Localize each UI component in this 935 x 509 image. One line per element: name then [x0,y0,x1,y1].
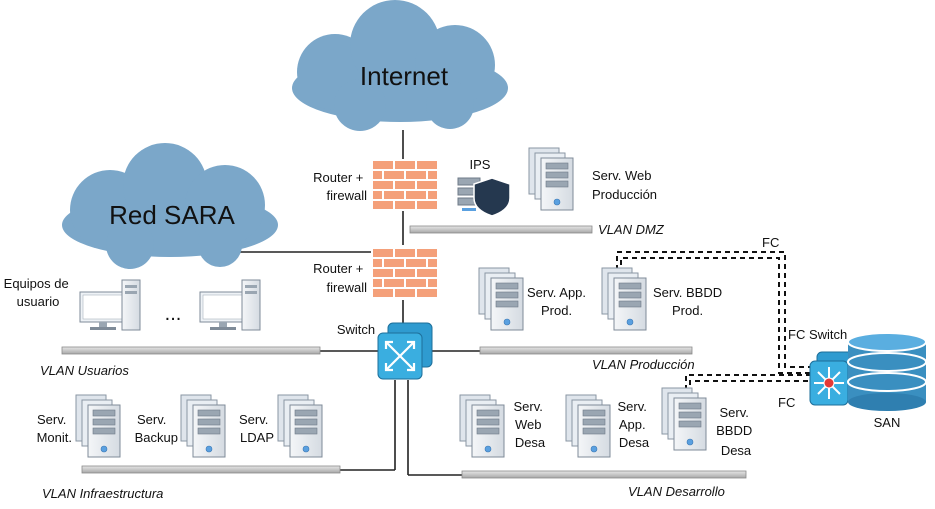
ips-icon [457,177,511,217]
user-pc-1-icon [79,279,141,331]
internet-cloud: Internet [292,0,508,131]
fc-switch-icon [809,351,856,406]
router-firewall-1-icon [371,159,439,211]
serv-app-desa-icon [565,394,611,458]
router-firewall-2-label: Router + firewall [313,261,367,295]
san-label: SAN [874,415,901,430]
red-sara-label: Red SARA [109,200,235,230]
vlan-dmz-label: VLAN DMZ [598,222,665,237]
vlan-produccion-label: VLAN Producción [592,357,695,372]
fc-top-label: FC [762,235,779,250]
vlan-dmz-bus [409,225,593,234]
vlan-desarrollo-label: VLAN Desarrollo [628,484,725,499]
internet-label: Internet [360,61,449,91]
vlan-infraestructura-label: VLAN Infraestructura [42,486,163,501]
serv-backup-icon [180,394,226,458]
fc-bottom-label: FC [778,395,795,410]
serv-web-produccion-icon [528,147,574,211]
san-storage-icon [847,332,927,411]
switch-label: Switch [337,322,375,337]
switch-icon [377,322,433,380]
serv-backup-label: Serv. Backup [135,412,178,445]
serv-monit-label: Serv. Monit. [37,412,72,445]
vlan-desarrollo-bus [461,470,747,479]
serv-ldap-label: Serv. LDAP [239,412,274,445]
user-pc-2-icon [199,279,261,331]
connection-lines [232,130,480,476]
serv-app-prod-icon [478,267,524,331]
serv-bbdd-prod-icon [601,267,647,331]
vlan-produccion-bus [479,346,693,355]
serv-app-desa-label: Serv. App. Desa [617,399,650,450]
vlan-infraestructura-bus [81,465,341,474]
vlan-usuarios-bus [61,346,321,355]
serv-monit-icon [75,394,121,458]
ellipsis-label: ... [165,303,182,325]
serv-bbdd-desa-label: Serv. BBDD Desa [716,405,756,458]
red-sara-cloud: Red SARA [62,143,278,269]
serv-web-produccion-label: Serv. Web Producción [592,168,657,202]
serv-bbdd-desa-icon [661,387,707,451]
serv-app-prod-label: Serv. App. Prod. [527,285,590,318]
serv-bbdd-prod-label: Serv. BBDD Prod. [653,285,726,318]
serv-ldap-icon [277,394,323,458]
vlan-usuarios-label: VLAN Usuarios [40,363,129,378]
serv-web-desa-icon [459,394,505,458]
equipos-usuario-label: Equipos de usuario [4,276,73,309]
router-firewall-2-icon [371,247,439,299]
serv-web-desa-label: Serv. Web Desa [513,399,546,450]
router-firewall-1-label: Router + firewall [313,170,367,203]
ips-label: IPS [470,157,491,172]
fc-switch-label: FC Switch [788,327,847,342]
